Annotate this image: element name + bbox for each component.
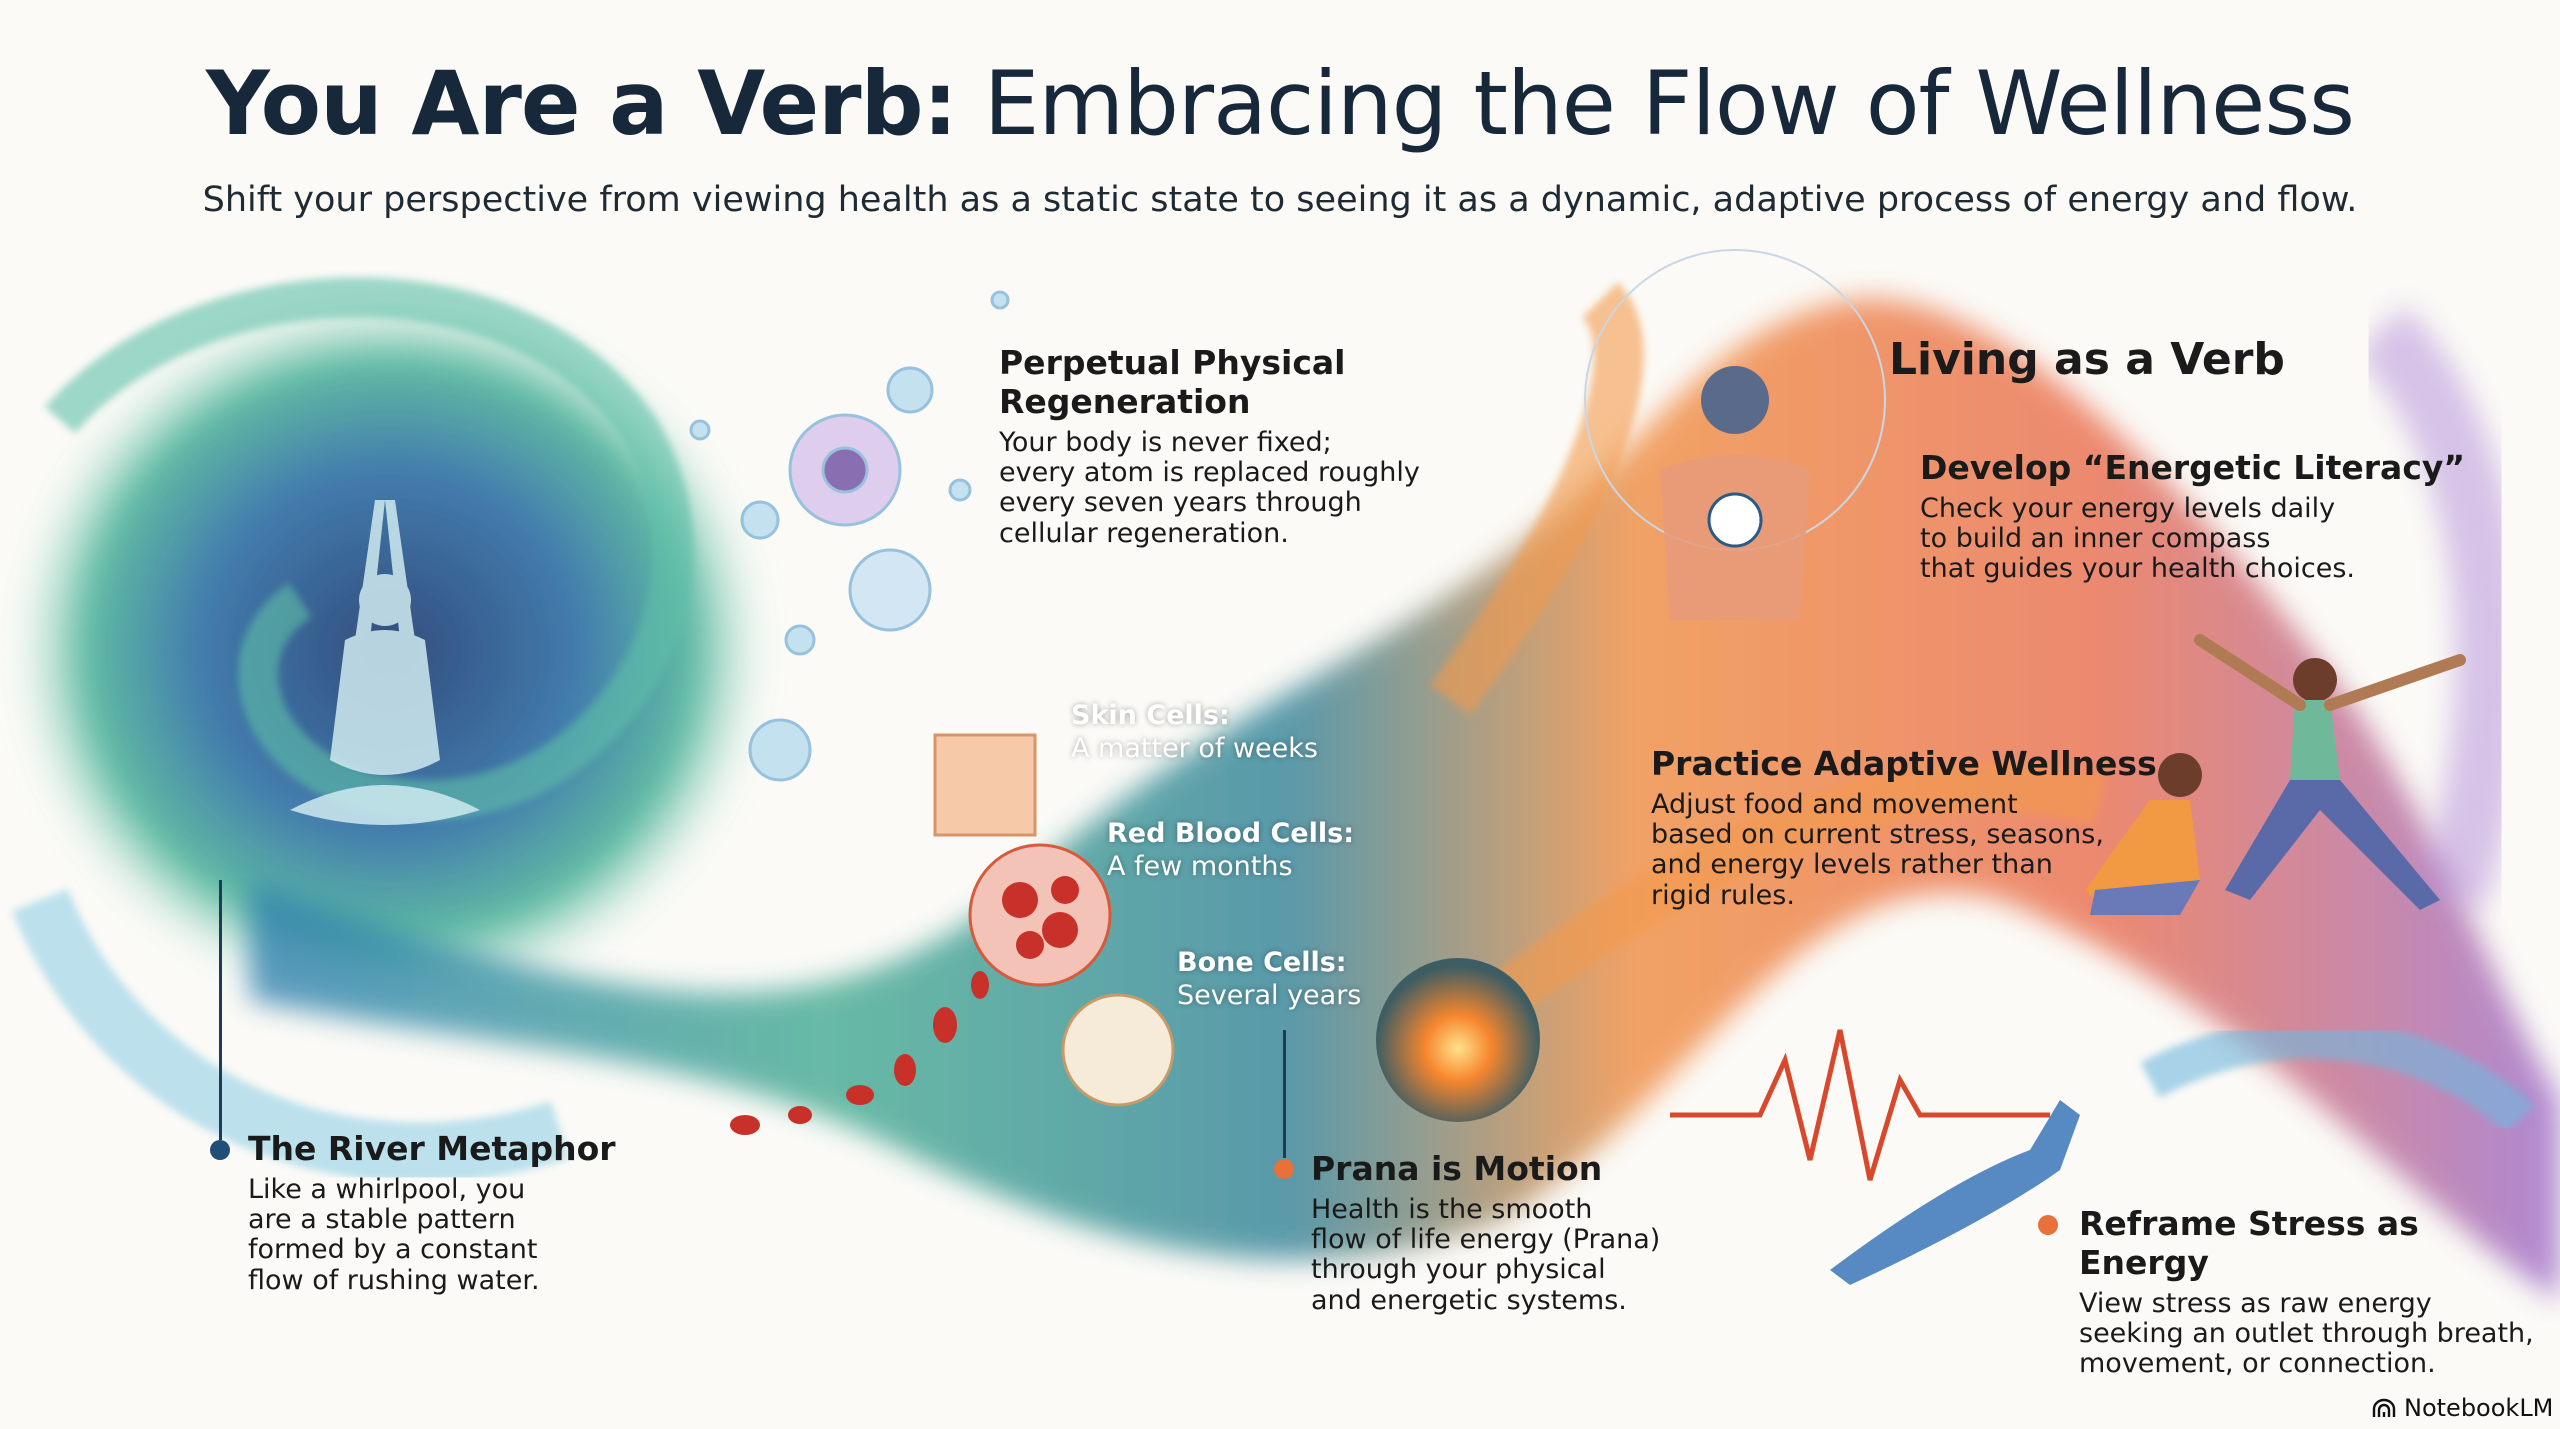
- river-metaphor-section: The River Metaphor Like a whirlpool, you…: [248, 1129, 616, 1296]
- skin-cells-label: Skin Cells: A matter of weeks: [1071, 700, 1318, 764]
- blood-heading: Red Blood Cells:: [1107, 818, 1354, 849]
- blood-body: A few months: [1107, 850, 1293, 882]
- bone-heading: Bone Cells:: [1177, 947, 1347, 978]
- notebooklm-logo-icon: [2372, 1398, 2396, 1417]
- adaptive-wellness-section: Practice Adaptive Wellness Adjust food a…: [1651, 744, 2157, 911]
- prana-heading: Prana is Motion: [1311, 1149, 1603, 1188]
- person-compass-figure: [1584, 249, 1886, 620]
- red-blood-cells-label: Red Blood Cells: A few months: [1107, 818, 1354, 882]
- skin-heading: Skin Cells:: [1071, 700, 1230, 731]
- cell-bubbles: [689, 290, 1010, 782]
- prana-bullet-dot: [1274, 1159, 1294, 1179]
- page-title: You Are a Verb: Embracing the Flow of We…: [205, 52, 2355, 155]
- red-blood-cell-icon: [968, 843, 1112, 987]
- swirl-stroke: [12, 888, 570, 1183]
- skin-body: A matter of weeks: [1071, 732, 1318, 764]
- energy-river: [250, 298, 2560, 1300]
- red-blood-cells: [730, 876, 1079, 1135]
- stress-heading: Reframe Stress as Energy: [2079, 1204, 2419, 1282]
- reclining-figure: [1830, 1100, 2080, 1285]
- bone-cell-icon: [1061, 993, 1175, 1107]
- river-pointer-line: [219, 880, 222, 1140]
- prana-pointer-line: [1283, 1030, 1286, 1158]
- purple-wave: [2354, 305, 2526, 912]
- reframe-stress-section: Reframe Stress as Energy View stress as …: [2079, 1204, 2560, 1380]
- river-bullet-dot: [210, 1140, 230, 1160]
- meditating-figure: [290, 500, 480, 825]
- literacy-section: Develop “Energetic Literacy” Check your …: [1920, 448, 2466, 585]
- heartbeat-line: [1670, 1029, 2050, 1181]
- adaptive-heading: Practice Adaptive Wellness: [1651, 744, 2157, 783]
- flame-icon: [1376, 958, 1540, 1122]
- river-heading: The River Metaphor: [248, 1129, 616, 1168]
- page-subtitle: Shift your perspective from viewing heal…: [202, 180, 2358, 220]
- notebooklm-branding: NotebookLM: [2372, 1394, 2553, 1422]
- bone-cells-label: Bone Cells: Several years: [1177, 947, 1361, 1011]
- regeneration-body: Your body is never fixed;every atom is r…: [999, 426, 1420, 549]
- bone-body: Several years: [1177, 979, 1362, 1011]
- notebooklm-label: NotebookLM: [2404, 1394, 2554, 1422]
- swirl-stroke: [44, 277, 694, 821]
- living-as-verb-heading: Living as a Verb: [1889, 334, 2285, 385]
- blue-wave: [2140, 1019, 2535, 1135]
- orange-wave: [1429, 282, 2107, 1021]
- stress-bullet-dot: [2038, 1215, 2058, 1235]
- stretching-figures: [2085, 634, 2466, 915]
- literacy-heading: Develop “Energetic Literacy”: [1920, 448, 2466, 487]
- skin-cell-icon: [933, 733, 1037, 837]
